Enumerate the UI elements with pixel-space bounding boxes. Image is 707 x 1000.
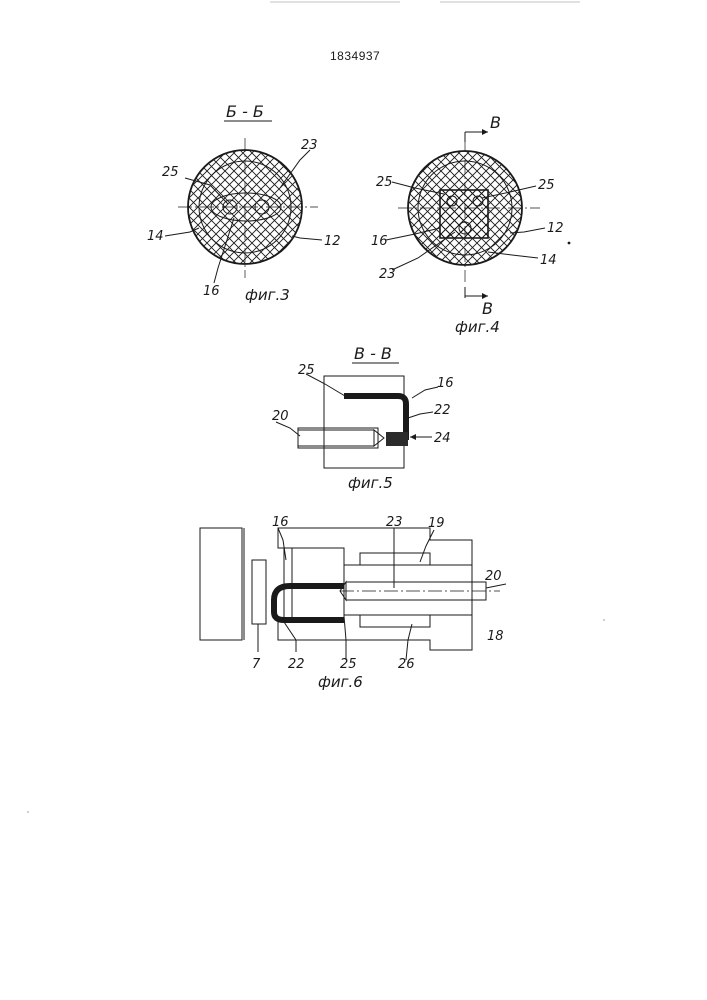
fig4-label-14: 14: [540, 253, 557, 268]
fig5-solder-24: [386, 432, 408, 446]
fig5-pin-20: [298, 430, 374, 446]
fig4-label-23: 23: [379, 267, 396, 282]
figure-4: В В 25 25 16 12 23 14 фиг.4: [371, 113, 570, 336]
fig6-leader-26: [406, 624, 412, 660]
fig6-leader-22: [284, 622, 296, 652]
fig5-bore: [298, 428, 378, 448]
fig5-caption: фиг.5: [348, 474, 393, 492]
fig6-label-23: 23: [386, 515, 403, 530]
fig3-label-14: 14: [147, 229, 164, 244]
fig5-body: [324, 376, 404, 468]
fig6-leader-25: [344, 616, 346, 660]
fig6-leader-19: [420, 530, 434, 562]
fig6-sleeve-26: [360, 615, 430, 627]
figure-3: Б - Б 25 23 14 12 16 фиг.3: [147, 102, 341, 304]
fig3-leader-12: [292, 236, 322, 240]
fig3-label-12: 12: [324, 234, 341, 249]
fig6-part-7-plate: [252, 560, 266, 624]
fig6-label-25: 25: [340, 657, 357, 672]
figure-5: В - В 25 16 20 22 24 фиг.5: [272, 344, 454, 492]
scan-speck: [603, 619, 605, 621]
fig5-notch: [406, 376, 412, 384]
fig3-label-16: 16: [203, 284, 220, 299]
fig6-label-16: 16: [272, 515, 289, 530]
fig6-label-19: 19: [428, 516, 445, 531]
fig4-arrowhead-top: [482, 129, 488, 135]
fig3-caption: фиг.3: [245, 286, 290, 304]
fig6-leader-20: [486, 584, 506, 588]
fig4-label-25-left: 25: [376, 175, 393, 190]
scan-speck: [27, 811, 29, 813]
fig5-leader-16: [412, 387, 438, 398]
fig4-caption: фиг.4: [455, 318, 500, 336]
fig6-label-20: 20: [485, 569, 502, 584]
fig6-sleeve-19: [360, 553, 430, 565]
fig5-section-label: В - В: [354, 344, 392, 363]
fig5-arrowhead-24: [410, 434, 416, 440]
fig4-label-25-right: 25: [538, 178, 555, 193]
fig6-label-18: 18: [487, 629, 504, 644]
fig4-label-12: 12: [547, 221, 564, 236]
fig4-label-16: 16: [371, 234, 388, 249]
fig6-channel: [344, 565, 472, 615]
fig6-leader-16: [278, 528, 286, 560]
fig6-caption: фиг.6: [318, 673, 363, 691]
fig5-label-22: 22: [434, 403, 451, 418]
figure-6: 16 23 19 20 7 22 25 26 18 фиг.6: [200, 515, 506, 691]
fig3-label-23: 23: [301, 138, 318, 153]
fig4-section-mark-top: В: [490, 113, 501, 132]
fig3-label-25: 25: [162, 165, 179, 180]
fig4-stray-dot: [568, 242, 571, 245]
fig3-section-label: Б - Б: [226, 102, 264, 121]
fig4-section-mark-bottom: В: [482, 299, 493, 318]
fig5-leader-22: [408, 412, 433, 418]
fig5-label-16: 16: [437, 376, 454, 391]
fig6-label-22: 22: [288, 657, 305, 672]
fig5-label-24: 24: [434, 431, 451, 446]
fig6-label-26: 26: [398, 657, 415, 672]
fig5-label-25: 25: [298, 363, 315, 378]
fig5-label-20: 20: [272, 409, 289, 424]
fig6-part-7-column: [200, 528, 242, 640]
fig5-leader-20: [276, 422, 300, 436]
fig5-pin-tip: [374, 430, 384, 446]
patent-number: 1834937: [330, 49, 380, 63]
fig6-label-7: 7: [252, 657, 261, 672]
